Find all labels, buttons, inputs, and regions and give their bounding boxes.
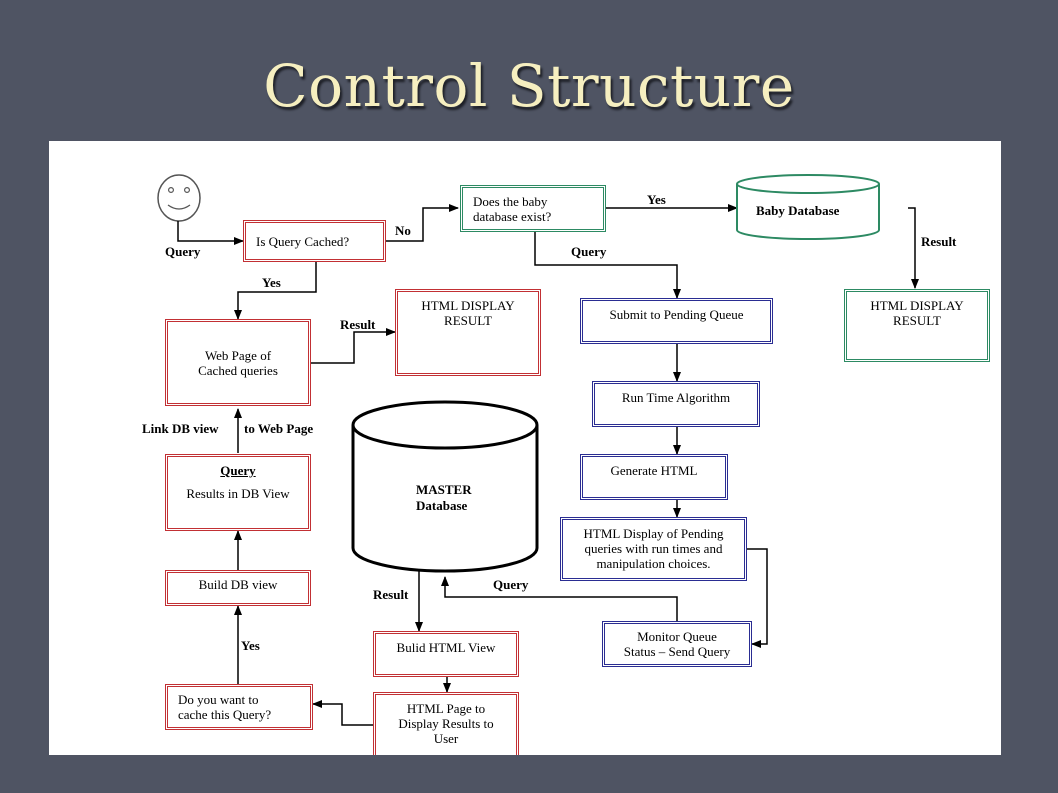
label-to-web-page: to Web Page	[244, 421, 314, 436]
label-query-baby: Query	[571, 244, 607, 259]
master-database-label: MASTER Database	[416, 482, 472, 513]
label-query-user: Query	[165, 244, 201, 259]
is-query-cached-node: Is Query Cached?	[243, 220, 386, 262]
user-smiley-icon	[157, 174, 201, 222]
edge-pending-monitor	[747, 548, 768, 648]
label-yes-cache: Yes	[241, 638, 260, 653]
baby-database-label: Baby Database	[756, 203, 840, 218]
query-results-db-view-node: Query Results in DB View	[165, 454, 311, 531]
html-display-result-baby-node: HTML DISPLAY RESULT	[844, 289, 990, 362]
label-yes-cached: Yes	[262, 275, 281, 290]
query-results-body: Results in DB View	[186, 486, 290, 501]
baby-database-cylinder	[736, 174, 880, 240]
edge-monitor-query	[441, 576, 678, 621]
cache-query-node: Do you want to cache this Query?	[165, 684, 313, 730]
query-results-title: Query	[220, 463, 256, 478]
edge-baby-result	[908, 207, 919, 289]
flowchart-connectors	[157, 174, 919, 726]
slide-title: Control Structure	[263, 52, 795, 120]
edge-htmlpage-cache	[312, 700, 373, 726]
generate-html-node: Generate HTML	[580, 454, 728, 500]
submit-pending-queue-node: Submit to Pending Queue	[580, 298, 773, 344]
label-link-db-view: Link DB view	[142, 421, 219, 436]
label-query-monitor: Query	[493, 577, 529, 592]
html-pending-queries-node: HTML Display of Pending queries with run…	[560, 517, 747, 581]
label-no: No	[395, 223, 411, 238]
edge-baby-query	[534, 232, 681, 299]
edge-cached-yes	[234, 262, 317, 320]
label-result-baby: Result	[921, 234, 957, 249]
label-result-cached: Result	[340, 317, 376, 332]
html-page-user-node: HTML Page to Display Results to User	[373, 692, 519, 755]
bulid-html-view-node: Bulid HTML View	[373, 631, 519, 677]
label-yes-baby: Yes	[647, 192, 666, 207]
web-page-cached-node: Web Page of Cached queries	[165, 319, 311, 406]
flowchart-canvas: Is Query Cached? Does the baby database …	[49, 141, 1001, 755]
baby-db-exists-node: Does the baby database exist?	[460, 185, 606, 232]
master-database-cylinder	[351, 400, 539, 573]
edge-user-to-cached	[177, 221, 244, 245]
build-db-view-node: Build DB view	[165, 570, 311, 606]
html-display-result-node: HTML DISPLAY RESULT	[395, 289, 541, 376]
label-result-master: Result	[373, 587, 409, 602]
run-time-algorithm-node: Run Time Algorithm	[592, 381, 760, 427]
edge-webpage-result	[311, 328, 396, 364]
edge-cached-no	[386, 204, 459, 242]
monitor-queue-node: Monitor Queue Status – Send Query	[602, 621, 752, 667]
